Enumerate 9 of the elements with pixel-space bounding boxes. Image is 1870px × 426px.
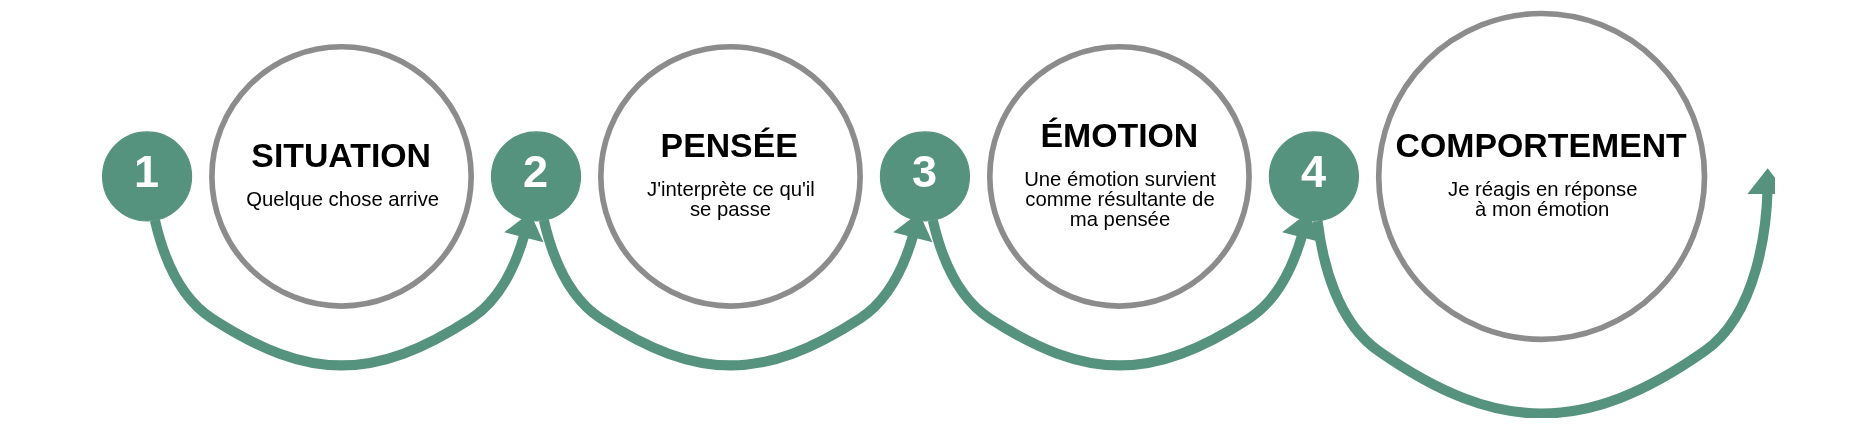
node-circle: COMPORTEMENT Je réagis en réponse à mon émotion — [1375, 10, 1707, 342]
node-circle: 1 — [101, 130, 192, 221]
arrow — [1281, 167, 1775, 418]
node-circle: 2 — [490, 130, 581, 221]
node-circle: 3 — [879, 130, 970, 221]
node-circle: ÉMOTION Une émotion survient comme résultante de ma pensée — [986, 43, 1252, 309]
node-circle: PENSÉE J'interprète ce qu'il se passe — [597, 43, 863, 309]
node-circle: 4 — [1268, 130, 1359, 221]
node-circle: SITUATION Quelque chose arrive — [208, 43, 474, 309]
